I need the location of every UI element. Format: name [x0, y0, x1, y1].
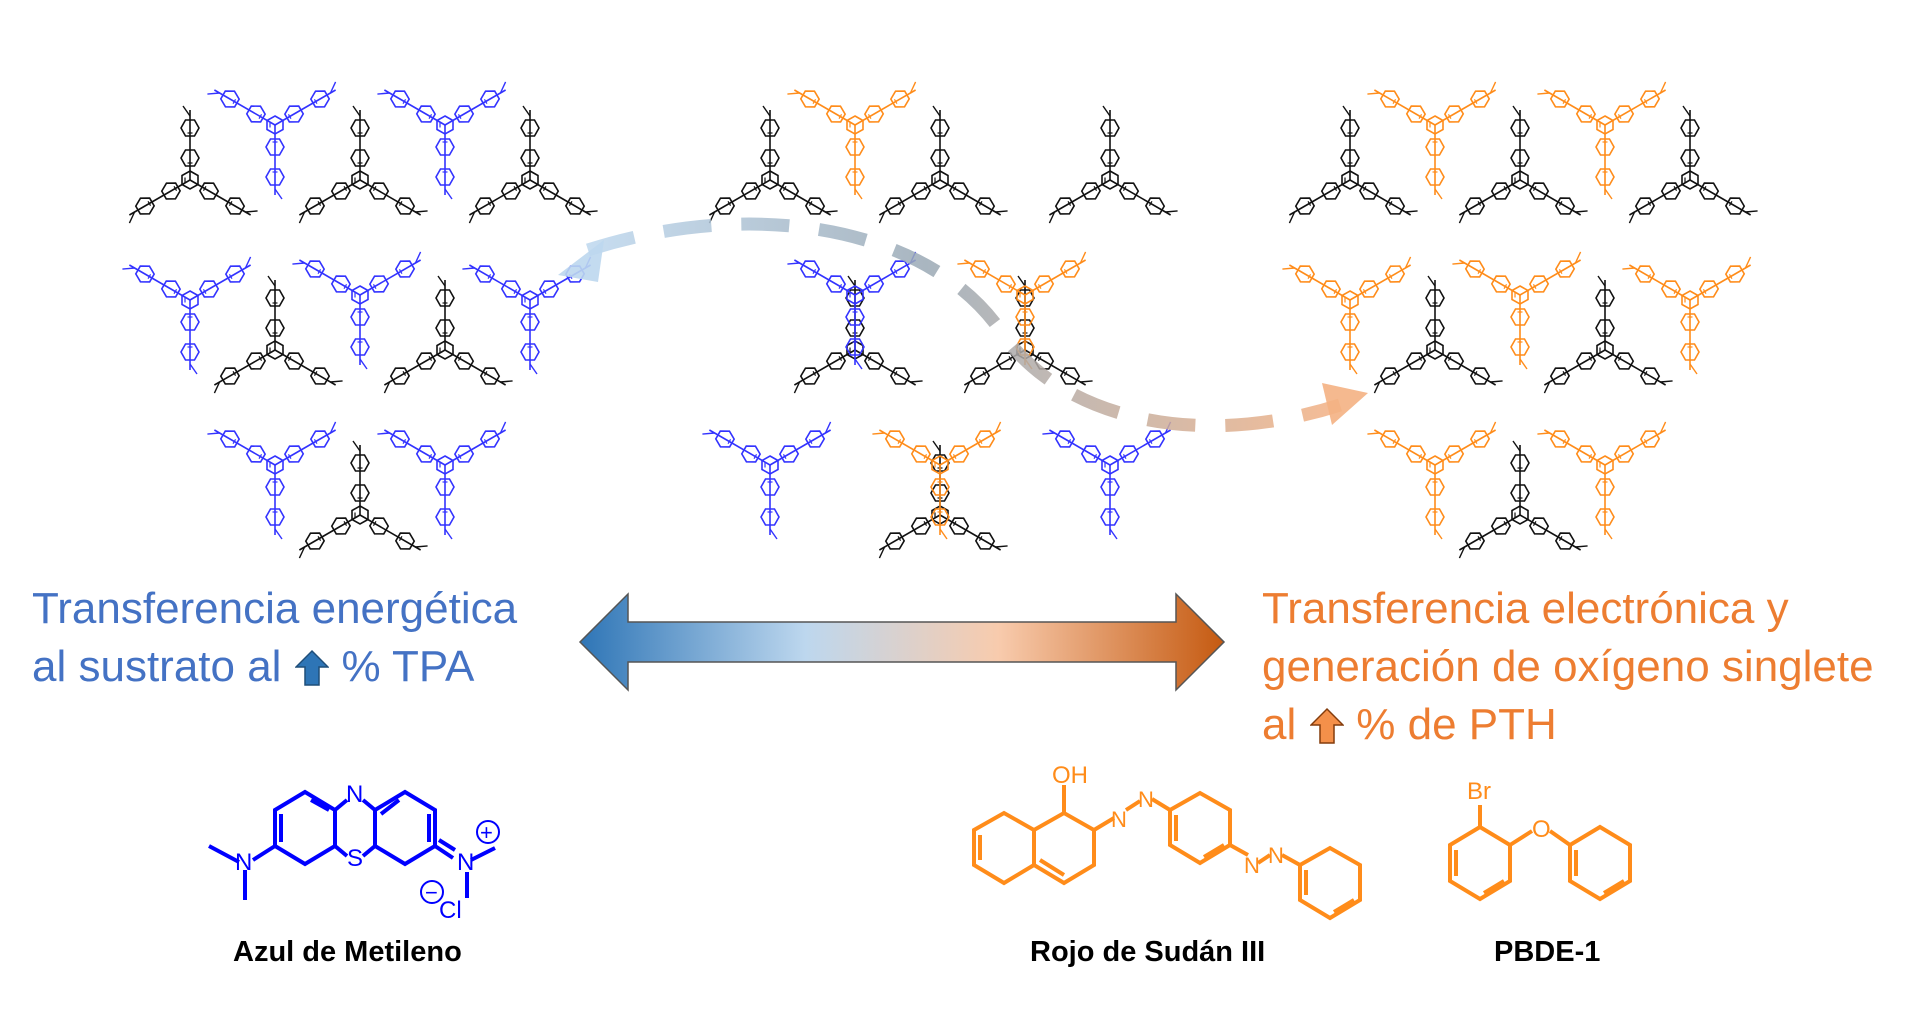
- pbde-atom-br: Br: [1467, 778, 1491, 805]
- caption-right-line2: generación de oxígeno singlete: [1262, 642, 1874, 691]
- mb-charge-plus: +: [480, 820, 493, 845]
- caption-right-suffix: % de PTH: [1356, 700, 1557, 749]
- sudan-red-structure: OH N N N N: [972, 762, 1362, 921]
- caption-right-prefix: al: [1262, 700, 1297, 749]
- mb-atom-n-right: N: [457, 849, 474, 876]
- caption-left-line2: al sustrato al % TPA: [32, 638, 517, 696]
- mb-charge-minus: −: [425, 880, 438, 905]
- mb-atom-n-left: N: [235, 849, 252, 876]
- caption-right-line1: Transferencia electrónica y: [1262, 584, 1789, 633]
- label-sudan-red: Rojo de Sudán III: [1030, 936, 1266, 968]
- mb-atom-cl: Cl: [439, 897, 462, 924]
- caption-left-suffix: % TPA: [341, 642, 475, 691]
- sr-atom-n4: N: [1268, 843, 1284, 868]
- caption-right-line3: al % de PTH: [1262, 696, 1874, 754]
- sr-atom-n2: N: [1138, 787, 1154, 812]
- caption-electron-transfer: Transferencia electrónica y generación d…: [1262, 580, 1874, 754]
- label-methylene-blue: Azul de Metileno: [233, 936, 462, 968]
- pbde-atom-o: O: [1532, 816, 1551, 843]
- sr-atom-oh: OH: [1052, 762, 1088, 789]
- mb-atom-n-ring: N: [346, 781, 363, 808]
- sr-atom-n1: N: [1111, 807, 1127, 832]
- pbde-structure: Br O: [1448, 778, 1632, 902]
- methylene-blue-structure: N S N N + − Cl: [208, 781, 500, 924]
- double-arrow-icon: [578, 592, 1226, 692]
- caption-left-prefix: al sustrato al: [32, 642, 282, 691]
- up-arrow-icon-blue: [295, 649, 330, 686]
- caption-energy-transfer: Transferencia energética al sustrato al%…: [32, 580, 517, 696]
- up-arrow-icon-orange: [1310, 707, 1345, 744]
- caption-left-line1: Transferencia energética: [32, 584, 518, 633]
- sr-atom-n3: N: [1244, 853, 1260, 878]
- label-pbde: PBDE-1: [1494, 936, 1601, 968]
- mb-atom-s-ring: S: [347, 845, 363, 872]
